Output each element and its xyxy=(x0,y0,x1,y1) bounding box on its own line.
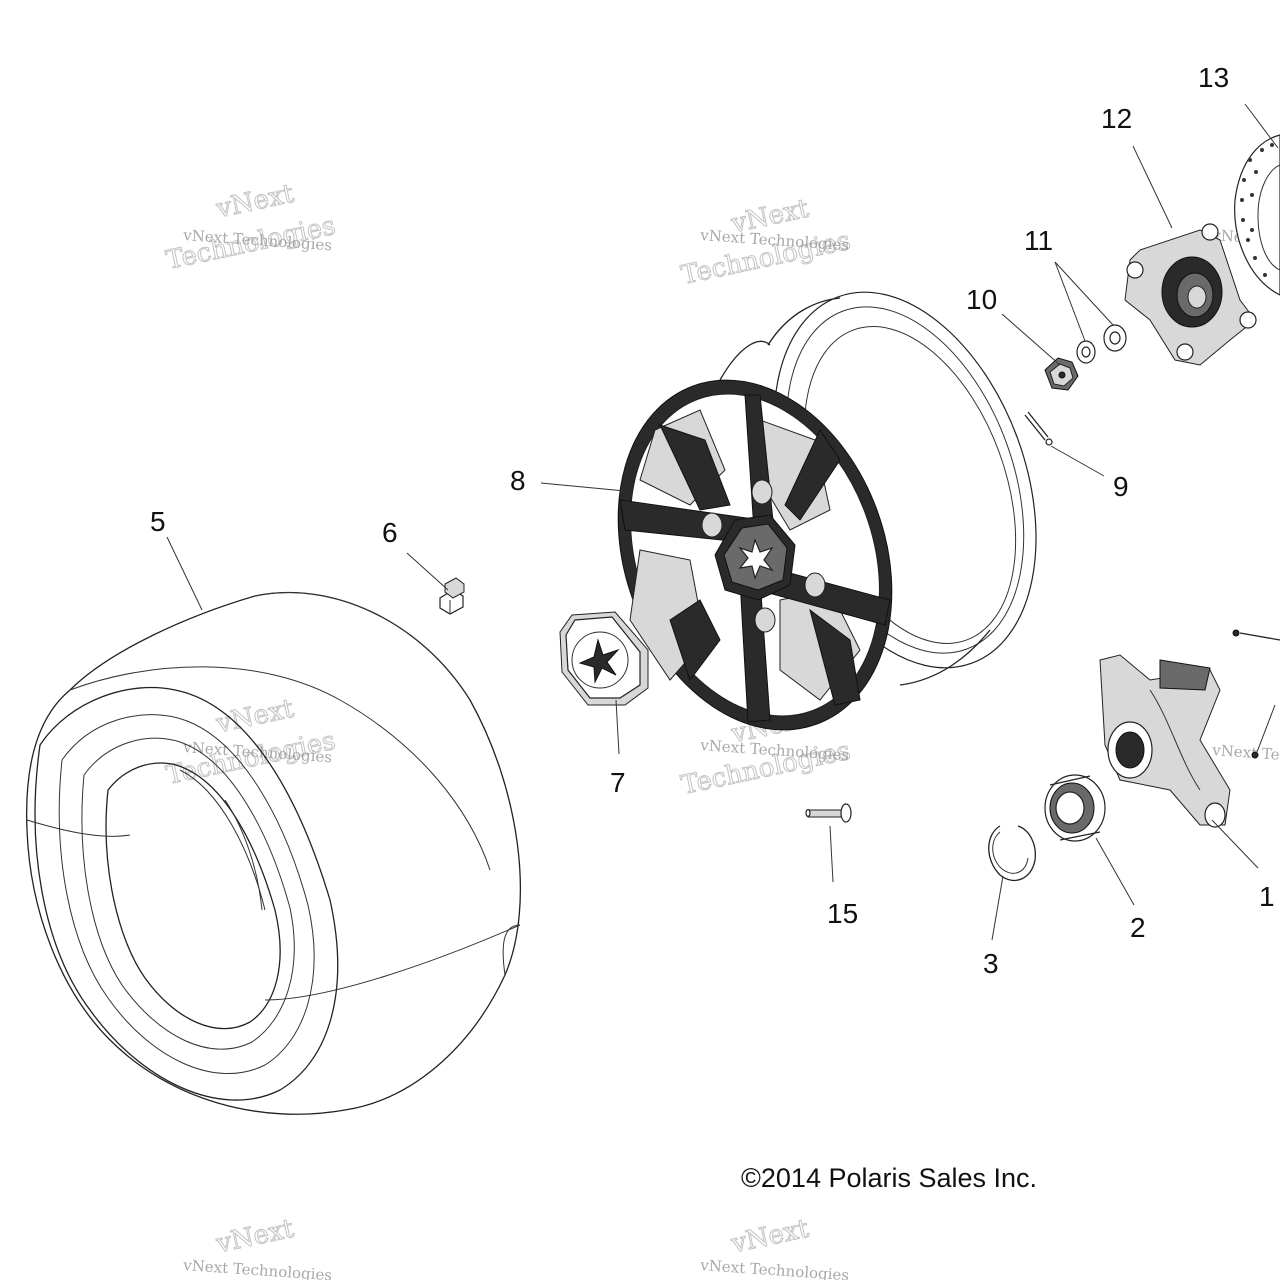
tire-part xyxy=(25,592,522,1115)
castle-nut-part xyxy=(1044,357,1079,391)
callout-3: 3 xyxy=(983,948,999,979)
callout-13: 13 xyxy=(1198,62,1229,93)
callout-9: 9 xyxy=(1113,471,1129,502)
copyright-text: ©2014 Polaris Sales Inc. xyxy=(741,1163,1037,1193)
callout-5: 5 xyxy=(150,506,166,537)
leader-lines xyxy=(166,103,1279,941)
callout-2: 2 xyxy=(1130,912,1146,943)
wheel-stud-part xyxy=(805,803,852,823)
callout-1: 1 xyxy=(1259,881,1275,912)
watermark-text: vNext xyxy=(213,1214,297,1260)
stud-part xyxy=(1232,629,1280,759)
center-cap-part xyxy=(559,611,649,706)
wheel-rim-part xyxy=(617,291,1037,731)
watermark-text: vNext Technologies xyxy=(182,1256,333,1280)
callout-labels: 5 6 7 8 9 10 11 12 13 1 2 3 15 xyxy=(150,62,1275,979)
bearing-carrier-part xyxy=(1099,654,1231,828)
snap-ring-part xyxy=(988,825,1036,881)
callout-6: 6 xyxy=(382,517,398,548)
hub-part xyxy=(1124,223,1257,366)
bearing-part xyxy=(1044,774,1106,842)
watermark-text: vNext xyxy=(213,179,297,225)
lug-nut-part xyxy=(439,577,465,615)
cotter-pin-part xyxy=(1024,411,1053,446)
callout-7: 7 xyxy=(610,767,626,798)
callout-8: 8 xyxy=(510,465,526,496)
washer-part xyxy=(1076,324,1127,364)
callout-11: 11 xyxy=(1024,225,1053,256)
callout-15: 15 xyxy=(827,898,858,929)
callout-10: 10 xyxy=(966,284,997,315)
watermark-text: vNext xyxy=(728,1214,812,1260)
watermark-text: vNext Technologies xyxy=(1211,741,1280,769)
watermark-text: vNext xyxy=(213,694,297,740)
watermark-text: vNext Technologies xyxy=(699,1256,850,1280)
brake-disc-part xyxy=(1234,134,1280,296)
callout-12: 12 xyxy=(1101,103,1132,134)
